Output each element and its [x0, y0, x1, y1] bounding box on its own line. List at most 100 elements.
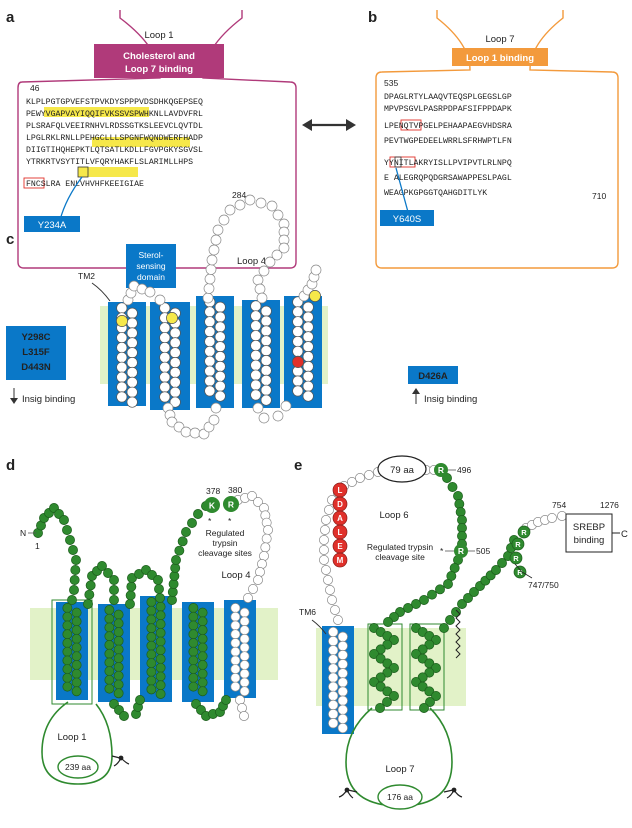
panel-c-tm2-arrow — [91, 282, 111, 302]
helix-residue — [382, 639, 393, 650]
loop-residue — [69, 585, 79, 595]
helix-residue — [337, 631, 348, 642]
loop-residue — [243, 593, 253, 603]
helix-residue — [328, 654, 339, 665]
helix-residue — [389, 635, 399, 645]
helix-residue — [71, 633, 82, 644]
helix-residue — [126, 307, 138, 319]
helix-residue — [250, 339, 262, 352]
helix-residue — [204, 355, 216, 367]
helix-residue — [62, 603, 73, 613]
loop-residue — [266, 200, 278, 212]
loop-residue — [256, 292, 268, 304]
helix-residue — [62, 655, 73, 666]
helix-residue — [155, 689, 166, 699]
loop-residue — [355, 473, 365, 483]
panel-d-loop4: Loop 4 — [221, 570, 250, 581]
helix-residue — [197, 633, 208, 644]
helix-residue — [116, 341, 128, 354]
loop-residue — [272, 209, 284, 221]
panel-d-loop1-size-oval — [57, 755, 99, 779]
loop-residue — [419, 595, 429, 605]
helix-residue — [146, 605, 157, 616]
motif-label: L — [338, 528, 343, 537]
helix-residue — [389, 663, 399, 673]
loop-residue — [447, 482, 458, 492]
loop-residue — [321, 515, 331, 525]
helix-residue — [155, 671, 166, 682]
helix-residue — [260, 315, 272, 327]
panel-e-loop7: Loop 7 — [385, 764, 414, 775]
panel-letter-b: b — [368, 9, 377, 26]
helix-residue — [126, 376, 138, 388]
panel-b-y640-box — [394, 156, 402, 168]
loop-residue — [427, 589, 437, 600]
panel-d-k-res: K — [209, 501, 216, 511]
helix-residue — [155, 601, 166, 612]
panel-e-r496-bead — [434, 463, 448, 477]
loop-residue — [261, 533, 272, 544]
helix-residue — [146, 658, 157, 669]
panel-a-highlight-2 — [92, 137, 190, 147]
loop-residue — [263, 525, 273, 535]
helix-residue — [214, 360, 226, 373]
loop-residue — [325, 585, 335, 595]
loop-residue — [189, 427, 201, 439]
seq-a-line: YTRKRTVSYTITLVFQRYHAKFLSLARIMLLHPS — [26, 158, 193, 167]
loop-residue — [70, 565, 81, 575]
helix-residue — [159, 361, 171, 373]
helix-residue — [113, 679, 124, 690]
loop-residue — [439, 623, 449, 633]
loop-residue — [272, 410, 284, 422]
panel-a-highlight-1 — [44, 107, 149, 117]
loop-residue — [260, 542, 271, 553]
helix-residue — [260, 374, 272, 386]
helix-residue — [188, 603, 199, 613]
seq-b-line: WEAGPKGPGGTQAHGDITLYK — [384, 189, 487, 198]
d443-residue — [309, 290, 321, 302]
panel-b-outline — [375, 10, 619, 269]
helix-residue — [250, 349, 262, 361]
helix-residue — [431, 663, 441, 673]
helix-residue — [113, 688, 124, 699]
loop-residue — [62, 525, 72, 535]
helix-residue — [169, 376, 181, 388]
helix-residue — [382, 686, 393, 697]
helix-residue — [146, 675, 157, 686]
loop-residue — [126, 581, 137, 592]
loop-residue — [264, 256, 276, 268]
panel-e-loop7-size: 176 aa — [387, 792, 413, 802]
motif-label: L — [338, 486, 343, 495]
panel-b-glyco-box-2 — [389, 156, 416, 168]
helix-residue — [116, 371, 128, 383]
helix-residue — [116, 381, 128, 393]
loop-residue — [153, 575, 163, 585]
loop-residue — [171, 555, 181, 565]
helix-residue — [419, 703, 429, 713]
helix-residue — [113, 662, 124, 672]
helix-residue — [188, 664, 199, 675]
helix-residue — [62, 664, 73, 675]
panel-a-sequence: KLPLPGTGPVEFSTPVKDYSPPPVDSDHKQGEPSEQ PEW… — [26, 98, 203, 189]
helix-residue — [146, 632, 157, 642]
helix-residue — [104, 648, 115, 659]
helix-residue — [169, 396, 181, 408]
helix-residue — [239, 668, 250, 679]
loop-residue — [497, 558, 507, 568]
motif-label: A — [337, 514, 343, 523]
helix-residue — [260, 355, 272, 367]
helix-residue — [260, 384, 272, 396]
helix-residue — [230, 655, 241, 666]
helix-residue — [328, 626, 339, 638]
helix-residue — [169, 366, 181, 379]
helix-residue — [71, 660, 82, 670]
helix-residue — [250, 330, 262, 342]
helix-residue — [239, 677, 250, 688]
panel-e-loop6-size-oval — [377, 455, 427, 483]
helix-residue — [126, 337, 138, 349]
helix-residue — [188, 655, 199, 666]
helix-residue — [417, 653, 428, 664]
helix-residue — [425, 697, 435, 707]
loop-residue — [125, 590, 136, 601]
helix-residue — [62, 629, 73, 640]
